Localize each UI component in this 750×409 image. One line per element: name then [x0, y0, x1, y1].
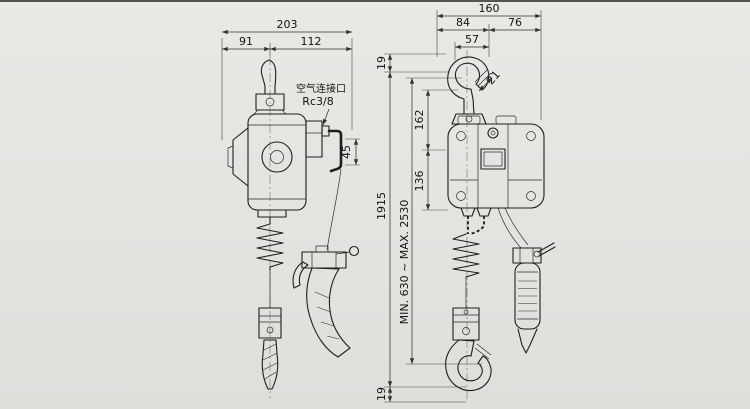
dimline-21: [478, 77, 493, 92]
dim-45-label: 45: [340, 145, 353, 159]
bolt-bottom-right: [526, 191, 536, 201]
top-clevis-side: [255, 93, 285, 111]
dimension-annotations: 203 91 112 空气连接口 Rc3/8 45 19 1915 19 MIN…: [221, 2, 542, 403]
right-view-front: [445, 50, 556, 400]
hoist-body-front: [447, 123, 545, 209]
top-mount-right: [495, 115, 517, 125]
pendant-lever: [537, 242, 556, 257]
clevis-pin-side: [265, 97, 275, 107]
air-hose-side: [326, 168, 342, 251]
suspension-yoke: [451, 113, 487, 125]
grip-top-nub: [315, 245, 329, 253]
dim-203-label: 203: [277, 18, 298, 31]
dim-19-bottom-label: 19: [375, 387, 388, 401]
top-hook-side: [260, 59, 277, 95]
dim-84-label: 84: [456, 16, 470, 29]
body-center-channel: [477, 124, 509, 208]
bolt-bottom-left: [456, 191, 466, 201]
grip-trigger: [292, 261, 309, 289]
hook-hatching: [262, 343, 278, 380]
top-mount-left: [457, 115, 481, 125]
top-hook-front: [447, 56, 490, 115]
left-view-side: [227, 56, 360, 398]
grip-hatching: [314, 291, 340, 340]
ext-lines-travel: [406, 77, 482, 365]
dim-160-label: 160: [479, 2, 500, 15]
swivel-pin-side: [266, 326, 274, 334]
spring-front: [452, 233, 480, 278]
body-boss-inner: [270, 150, 284, 164]
dim-travel-label: MIN. 630 ~ MAX. 2530: [398, 200, 411, 325]
bolt-top-left: [456, 131, 466, 141]
pendant-knurl: [518, 280, 537, 312]
body-rings-side: [248, 124, 306, 200]
grip-valve-lines: [311, 252, 337, 268]
air-port-thread-label: Rc3/8: [302, 95, 333, 108]
pendant-head: [512, 247, 542, 264]
clevis-bracket-side: [253, 109, 287, 115]
swivel-block-front: [452, 307, 480, 341]
pendant-head-lines: [519, 248, 534, 263]
pendant-lever-pivot: [533, 250, 541, 258]
hoist-body-side: [247, 113, 307, 211]
swivel-lines-front: [453, 314, 479, 323]
swivel-block-side: [258, 307, 282, 339]
pendant-handle: [514, 262, 541, 330]
ext-lines-height: [384, 53, 466, 403]
swivel-bolt-front: [463, 309, 469, 315]
dim-76-label: 76: [508, 16, 522, 29]
pendant-tip: [517, 328, 538, 354]
dim-112-label: 112: [301, 35, 322, 48]
bottom-hook-front: [445, 339, 492, 392]
bottom-hook-side: [261, 339, 279, 390]
pendant-hoses: [497, 207, 529, 249]
bottom-hook-latch: [474, 343, 492, 360]
grip-valve-body: [301, 251, 347, 269]
pistol-grip: [306, 267, 351, 358]
lever-knob: [348, 245, 360, 257]
swivel-pin-front: [462, 327, 470, 335]
ext-lines-right-top: [436, 10, 542, 120]
dim-19-top-label: 19: [375, 56, 388, 70]
top-eye-hole: [490, 130, 496, 136]
air-port-leader: [322, 108, 330, 126]
body-boss-outer: [261, 141, 293, 173]
ext-lines-sections: [422, 89, 458, 211]
motor-cap-side: [227, 145, 234, 169]
valve-block-side: [305, 120, 323, 158]
name-plate-inner: [483, 151, 503, 167]
dim-91-label: 91: [239, 35, 253, 48]
motor-cone-side: [232, 127, 249, 187]
air-port-name-label: 空气连接口: [296, 82, 346, 95]
body-flange-side: [257, 209, 287, 218]
name-plate: [480, 148, 506, 170]
chain-guides: [460, 207, 492, 217]
air-pipe: [327, 129, 343, 173]
throttle-lever-side: [335, 251, 351, 255]
load-chain-2: [469, 216, 485, 235]
dim-1915-label: 1915: [375, 192, 388, 220]
spring-side: [256, 216, 284, 271]
bolt-top-right: [526, 131, 536, 141]
dim-57-label: 57: [465, 33, 479, 46]
dim-136-label: 136: [413, 171, 426, 192]
pendant-rings: [517, 271, 538, 320]
swivel-lines-side: [259, 315, 281, 323]
dim-162-label: 162: [413, 110, 426, 131]
top-eye-boss: [487, 127, 499, 139]
